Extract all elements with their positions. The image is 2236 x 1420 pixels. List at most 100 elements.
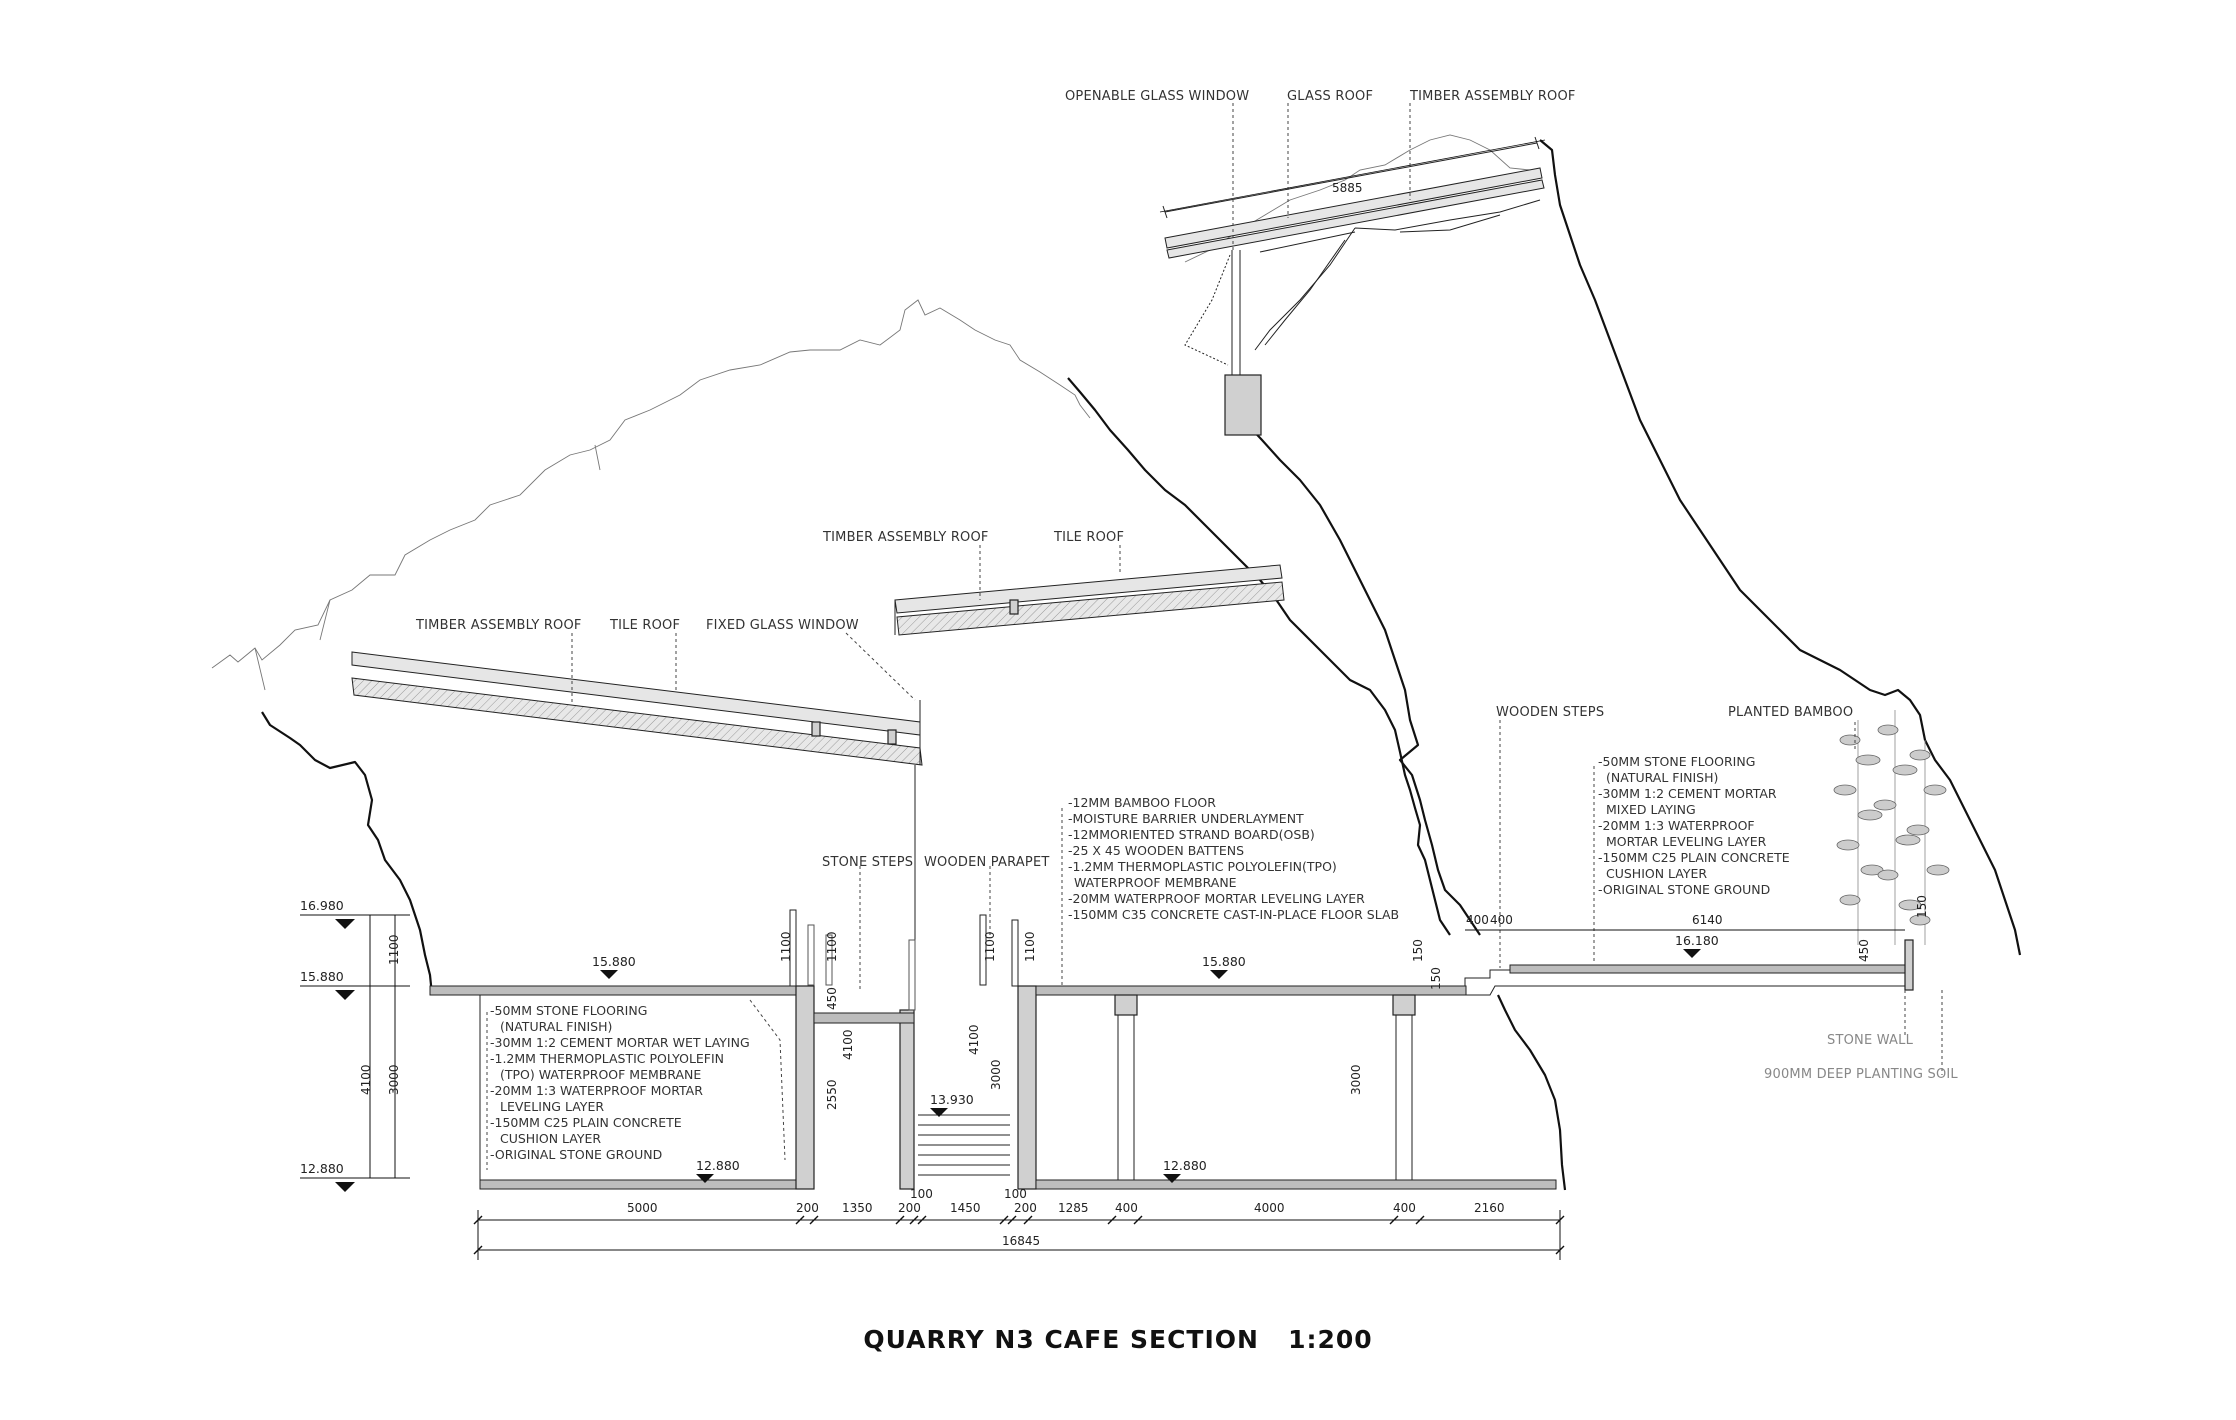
building-section [429, 909, 1914, 1190]
note-left-line: -30MM 1:2 CEMENT MORTAR WET LAYING [490, 1035, 750, 1050]
dim-2550: 2550 [825, 1079, 839, 1110]
dim-bottom: 400 [1393, 1201, 1416, 1215]
dim-450: 450 [825, 987, 839, 1010]
dim-bottom: 4000 [1254, 1201, 1285, 1215]
dim-post: 1100 [779, 931, 793, 962]
dim-bottom: 200 [796, 1201, 819, 1215]
level-base-left: 12.880 [696, 1158, 740, 1173]
note-middle-line: -150MM C35 CONCRETE CAST-IN-PLACE FLOOR … [1068, 907, 1399, 922]
tree-lines-left [254, 444, 601, 691]
note-right-line: -150MM C25 PLAIN CONCRETE [1598, 850, 1790, 865]
label-planting-soil: 900MM DEEP PLANTING SOIL [1764, 1067, 1958, 1082]
dim-150-r: 150 [1915, 895, 1929, 918]
level-floor-left: 15.880 [592, 954, 636, 969]
label-wooden-parapet: WOODEN PARAPET [924, 855, 1050, 870]
label-stone-steps: STONE STEPS [822, 855, 913, 870]
note-middle-line: -1.2MM THERMOPLASTIC POLYOLEFIN(TPO) [1068, 859, 1337, 874]
rock-profile-center [1067, 377, 1451, 936]
note-right-line: CUSHION LAYER [1606, 866, 1707, 881]
note-left-line: -50MM STONE FLOORING [490, 1003, 647, 1018]
dim-bottom: 200 [898, 1201, 921, 1215]
note-middle-line: -12MMORIENTED STRAND BOARD(OSB) [1068, 827, 1315, 842]
rock-profile-left [261, 711, 434, 996]
dim-left-v: 3000 [387, 1064, 401, 1095]
note-right-line: MORTAR LEVELING LAYER [1606, 834, 1767, 849]
note-left-line: -150MM C25 PLAIN CONCRETE [490, 1115, 682, 1130]
dim-steps-b: 400 [1490, 913, 1513, 927]
label-tile-roof-left: TILE ROOF [609, 618, 680, 633]
dim-post: 1100 [825, 931, 839, 962]
level-16980: 16.980 [300, 898, 344, 913]
rock-profile-right [1247, 424, 1481, 936]
dim-bottom: 1285 [1058, 1201, 1089, 1215]
level-texts: 16.980 15.880 12.880 15.880 15.880 16.18… [300, 898, 1719, 1176]
dim-roof-span: 5885 [1332, 181, 1363, 195]
upper-roof-assembly [1162, 136, 1545, 436]
dimension-ticks [473, 1215, 1565, 1255]
level-15880: 15.880 [300, 969, 344, 984]
note-right-line: -50MM STONE FLOORING [1598, 754, 1755, 769]
notes-middle: -12MM BAMBOO FLOOR -MOISTURE BARRIER UND… [1068, 795, 1399, 922]
labels: OPENABLE GLASS WINDOW GLASS ROOF TIMBER … [415, 89, 1958, 1082]
label-glass-roof: GLASS ROOF [1287, 89, 1373, 104]
dimension-texts: 5000 200 1350 200 100 1450 100 200 1285 … [359, 181, 1929, 1248]
dim-150: 150 [1411, 939, 1425, 962]
level-floor-mid: 15.880 [1202, 954, 1246, 969]
note-right-line: -20MM 1:3 WATERPROOF [1598, 818, 1755, 833]
dim-bottom: 5000 [627, 1201, 658, 1215]
rock-profile-far-right [1539, 139, 2022, 956]
note-left-line: -1.2MM THERMOPLASTIC POLYOLEFIN [490, 1051, 724, 1066]
leader-lines [486, 103, 1943, 1170]
left-roof [351, 651, 923, 766]
dim-bottom: 2160 [1474, 1201, 1505, 1215]
notes-left: -50MM STONE FLOORING (NATURAL FINISH) -3… [490, 1003, 750, 1162]
label-planted-bamboo: PLANTED BAMBOO [1728, 705, 1853, 720]
tree-canopy-left [211, 299, 1091, 669]
note-middle-line: -20MM WATERPROOF MORTAR LEVELING LAYER [1068, 891, 1365, 906]
dim-post: 1100 [1023, 931, 1037, 962]
dim-450-r: 450 [1857, 939, 1871, 962]
dim-bottom: 400 [1115, 1201, 1138, 1215]
note-left-line: -20MM 1:3 WATERPROOF MORTAR [490, 1083, 703, 1098]
label-timber-assembly-roof-left: TIMBER ASSEMBLY ROOF [415, 618, 582, 633]
dim-bottom: 200 [1014, 1201, 1037, 1215]
label-timber-assembly-roof-top: TIMBER ASSEMBLY ROOF [1409, 89, 1576, 104]
label-stone-wall: STONE WALL [1827, 1033, 1914, 1048]
note-middle-line: -25 X 45 WOODEN BATTENS [1068, 843, 1244, 858]
drawing-title: QUARRY N3 CAFE SECTION 1:200 [863, 1325, 1372, 1354]
dim-post: 1100 [983, 931, 997, 962]
dim-bottom: 100 [1004, 1187, 1027, 1201]
note-left-line: -ORIGINAL STONE GROUND [490, 1147, 662, 1162]
middle-roof [894, 564, 1285, 636]
dim-3000-c: 3000 [1349, 1064, 1363, 1095]
label-wooden-steps: WOODEN STEPS [1496, 705, 1604, 720]
note-left-line: LEVELING LAYER [500, 1099, 604, 1114]
level-floor-right: 16.180 [1675, 933, 1719, 948]
dim-3000-b: 3000 [989, 1059, 1003, 1090]
dimension-lines [305, 139, 1905, 1260]
dim-steps-a: 400 [1466, 913, 1489, 927]
note-right-line: -ORIGINAL STONE GROUND [1598, 882, 1770, 897]
note-left-line: (TPO) WATERPROOF MEMBRANE [500, 1067, 701, 1082]
note-middle-line: WATERPROOF MEMBRANE [1074, 875, 1237, 890]
dim-terrace: 6140 [1692, 913, 1723, 927]
label-tile-roof-mid: TILE ROOF [1053, 530, 1124, 545]
planted-bamboo [1833, 710, 1950, 945]
dim-left-v: 4100 [359, 1064, 373, 1095]
level-stair: 13.930 [930, 1092, 974, 1107]
note-middle-line: -12MM BAMBOO FLOOR [1068, 795, 1216, 810]
dim-total: 16845 [1002, 1234, 1040, 1248]
note-right-line: -30MM 1:2 CEMENT MORTAR [1598, 786, 1777, 801]
dim-left-v: 1100 [387, 934, 401, 965]
label-fixed-glass-window: FIXED GLASS WINDOW [706, 618, 859, 633]
dim-4100-b: 4100 [967, 1024, 981, 1055]
rock-profile-center-lower [1497, 994, 1567, 1191]
label-openable-glass-window: OPENABLE GLASS WINDOW [1065, 89, 1249, 104]
dim-4100-mid: 4100 [841, 1029, 855, 1060]
dim-150-b: 150 [1429, 967, 1443, 990]
label-timber-assembly-roof-mid: TIMBER ASSEMBLY ROOF [822, 530, 989, 545]
level-base-mid: 12.880 [1163, 1158, 1207, 1173]
dim-bottom: 1350 [842, 1201, 873, 1215]
dim-bottom: 1450 [950, 1201, 981, 1215]
